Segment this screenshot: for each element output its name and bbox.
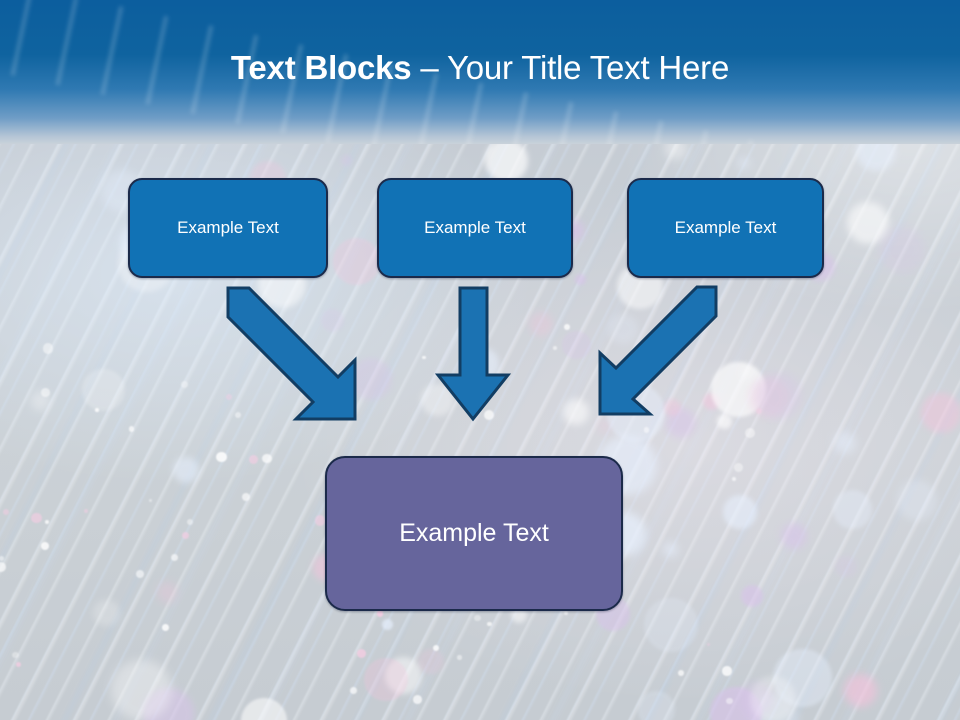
text-block-3-label: Example Text xyxy=(674,218,777,237)
page-title-dash: – xyxy=(411,49,447,86)
text-block-1-label: Example Text xyxy=(177,218,279,237)
slide-header-band xyxy=(0,0,960,144)
text-block-1[interactable]: Example Text xyxy=(128,178,328,278)
page-title-light: Your Title Text Here xyxy=(446,49,730,86)
text-block-result[interactable]: Example Text xyxy=(325,456,623,611)
page-title-bold: Text Blocks xyxy=(230,49,412,86)
text-block-3[interactable]: Example Text xyxy=(627,178,824,278)
page-title: Text Blocks – Your Title Text Here xyxy=(0,48,960,88)
text-block-2[interactable]: Example Text xyxy=(377,178,573,278)
text-block-2-label: Example Text xyxy=(424,218,526,237)
text-block-result-label: Example Text xyxy=(399,519,549,547)
